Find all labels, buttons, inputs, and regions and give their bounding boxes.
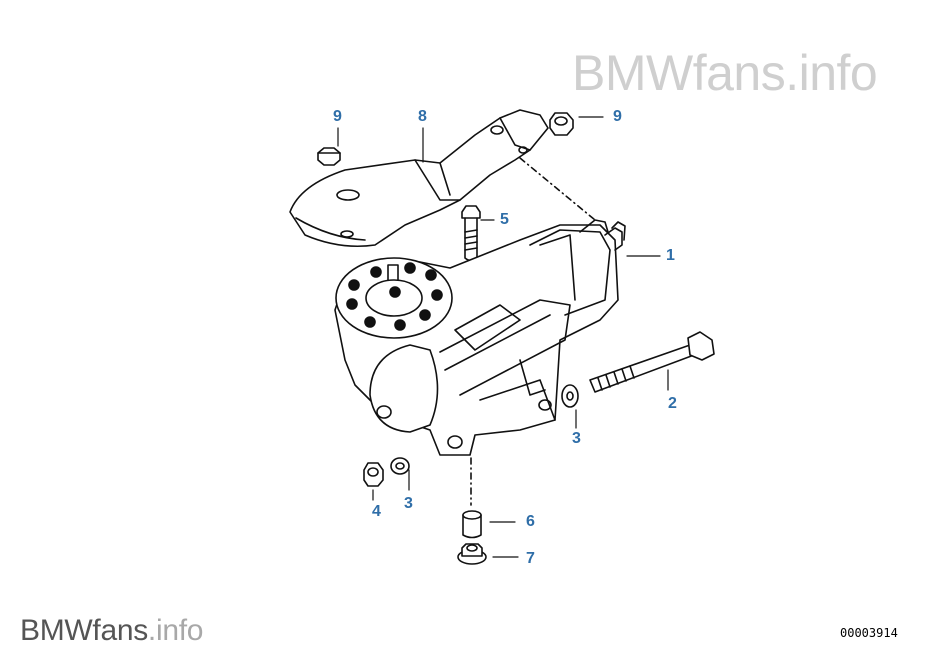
collar-nut [457, 543, 487, 565]
callout-2: 2 [668, 395, 677, 412]
rubber-bushing [462, 510, 482, 539]
callout-9-left: 9 [333, 108, 342, 125]
nut-top-left [317, 147, 341, 166]
callout-9-right: 9 [613, 108, 622, 125]
callout-1: 1 [666, 247, 675, 264]
washer-right [561, 384, 579, 408]
hex-bolt [461, 205, 481, 262]
steering-gear-box [334, 219, 626, 456]
callout-8: 8 [418, 108, 427, 125]
watermark-bottom-brand: BMWfans [20, 614, 148, 647]
watermark-top-brand: BMWfans [572, 45, 786, 101]
watermark-bottom-suffix: .info [147, 614, 204, 647]
callout-5: 5 [500, 211, 509, 228]
long-bolt [589, 331, 715, 393]
washer-left [390, 457, 410, 475]
leader-lines [337, 116, 669, 558]
callout-6: 6 [526, 513, 535, 530]
callout-4: 4 [372, 503, 381, 520]
watermark-top-suffix: .info [785, 45, 878, 101]
callout-3-right: 3 [572, 430, 581, 447]
mounting-bracket [289, 109, 549, 248]
watermark-top: BMWfans.info [572, 44, 878, 102]
nut-left [363, 462, 384, 487]
nut-top-right [549, 112, 574, 136]
callout-7: 7 [526, 550, 535, 567]
diagram-id: 00003914 [840, 626, 898, 640]
callout-3-left: 3 [404, 495, 413, 512]
watermark-bottom: BMWfans.info [20, 614, 203, 648]
